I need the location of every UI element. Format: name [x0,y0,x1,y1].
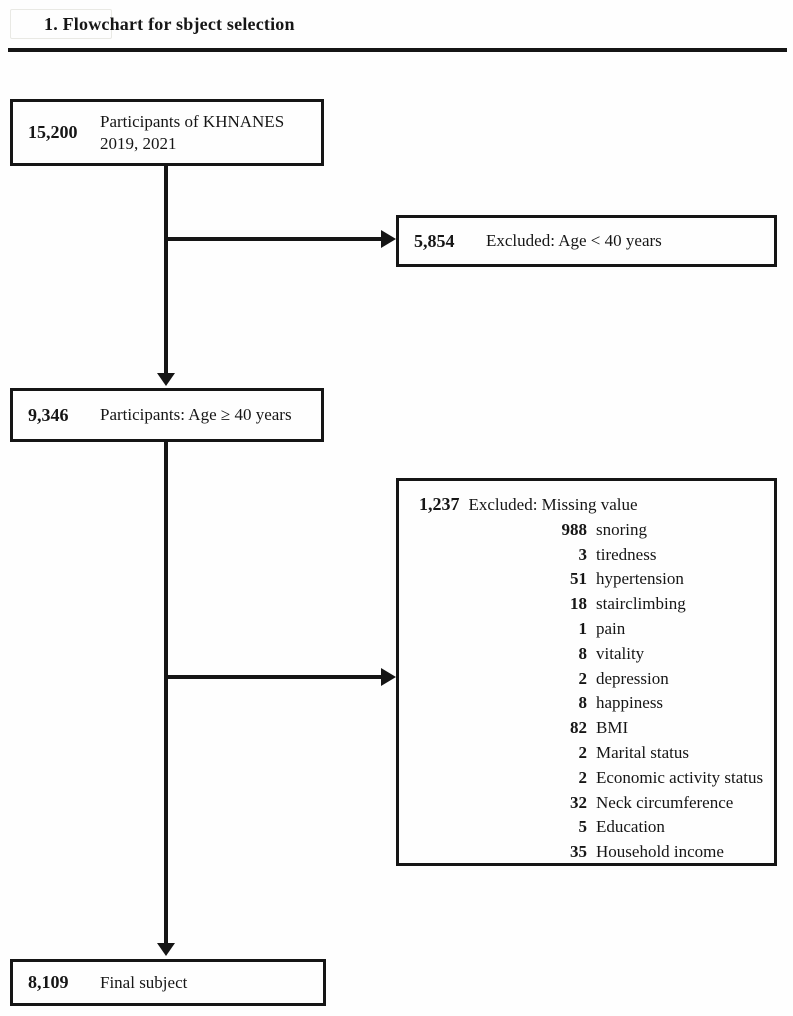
missing-value-item-count: 2 [578,767,588,787]
participants-label-line2: 2019, 2021 [100,133,177,153]
missing-value-item: 51 hypertension [419,567,766,592]
missing-value-item-label: vitality [596,643,645,663]
missing-value-item-count: 82 [570,718,587,738]
missing-value-item: 2 Economic activity status [419,766,766,791]
connector-vertical-2 [164,442,168,943]
missing-value-item: 1 pain [419,617,766,642]
missing-value-item-count: 35 [570,842,587,862]
missing-value-item-count: 18 [570,594,587,614]
missing-value-item-count: 2 [578,668,588,688]
missing-value-item-label: BMI [596,718,629,738]
age40-count: 9,346 [28,404,69,425]
final-subject-count: 8,109 [28,972,69,992]
missing-value-item: 5 Education [419,815,766,840]
missing-value-item-label: tiredness [596,544,657,564]
participants-label: Participants of KHNANES 2019, 2021 [100,111,284,154]
missing-value-item-count: 1 [578,618,588,638]
missing-value-item-count: 2 [578,742,588,762]
missing-value-item: 2 Marital status [419,741,766,766]
arrowhead-down-icon [157,943,175,956]
excluded-age-count: 5,854 [414,230,455,251]
age40-box: 9,346 Participants: Age ≥ 40 years [10,388,324,442]
missing-value-item: 18 stairclimbing [419,592,766,617]
arrowhead-right-icon [381,230,396,248]
missing-value-item-count: 8 [578,643,588,663]
missing-value-item: 82 BMI [419,716,766,741]
excluded-missing-count: 1,237 [419,494,460,514]
missing-value-item-count: 988 [561,519,588,539]
participants-count: 15,200 [28,122,78,142]
scan-artifact [10,9,112,39]
missing-value-item: 2 depression [419,667,766,692]
missing-value-item: 3 tiredness [419,543,766,568]
final-subject-label: Final subject [100,972,188,992]
excluded-missing-item-list: 988 snoring 3 tiredness 51 hypertension … [419,518,766,865]
connector-branch-1 [166,237,382,241]
missing-value-item-count: 32 [570,792,587,812]
missing-value-item-count: 51 [570,569,587,589]
final-subject-box: 8,109 Final subject [10,959,326,1006]
missing-value-item-label: Education [596,817,665,837]
missing-value-item-label: Neck circumference [596,792,734,812]
missing-value-item: 8 happiness [419,691,766,716]
figure-title: 1. Flowchart for sbject selection [44,14,295,34]
age40-label: Participants: Age ≥ 40 years [100,405,292,425]
excluded-missing-label: Excluded: Missing value [468,495,638,514]
participants-box: 15,200 Participants of KHNANES 2019, 202… [10,99,324,166]
connector-vertical-1 [164,166,168,374]
missing-value-item: 32 Neck circumference [419,791,766,816]
participants-label-line1: Participants of KHNANES [100,112,285,132]
missing-value-item-label: pain [596,618,626,638]
missing-value-item-count: 3 [578,544,588,564]
missing-value-item-label: depression [596,668,669,688]
missing-value-item-label: snoring [596,519,647,539]
arrowhead-down-icon [157,373,175,386]
arrowhead-right-icon [381,668,396,686]
missing-value-item-label: Household income [596,842,724,862]
missing-value-item: 35 Household income [419,840,766,865]
connector-branch-2 [166,675,382,679]
excluded-age-label: Excluded: Age < 40 years [486,231,662,251]
excluded-missing-box: 1,237 Excluded: Missing value 988 snoring… [396,478,777,866]
missing-value-item-count: 5 [578,817,588,837]
excluded-age-box: 5,854 Excluded: Age < 40 years [396,215,777,267]
missing-value-item: 8 vitality [419,642,766,667]
missing-value-item-count: 8 [578,693,588,713]
missing-value-item-label: stairclimbing [596,594,686,614]
divider-rule [8,48,787,52]
missing-value-item-label: Economic activity status [596,767,764,787]
missing-value-item: 988 snoring [419,518,766,543]
excluded-missing-header: 1,237 Excluded: Missing value [419,492,766,518]
missing-value-item-label: happiness [596,693,664,713]
missing-value-item-label: Marital status [596,742,690,762]
missing-value-item-label: hypertension [596,569,684,589]
